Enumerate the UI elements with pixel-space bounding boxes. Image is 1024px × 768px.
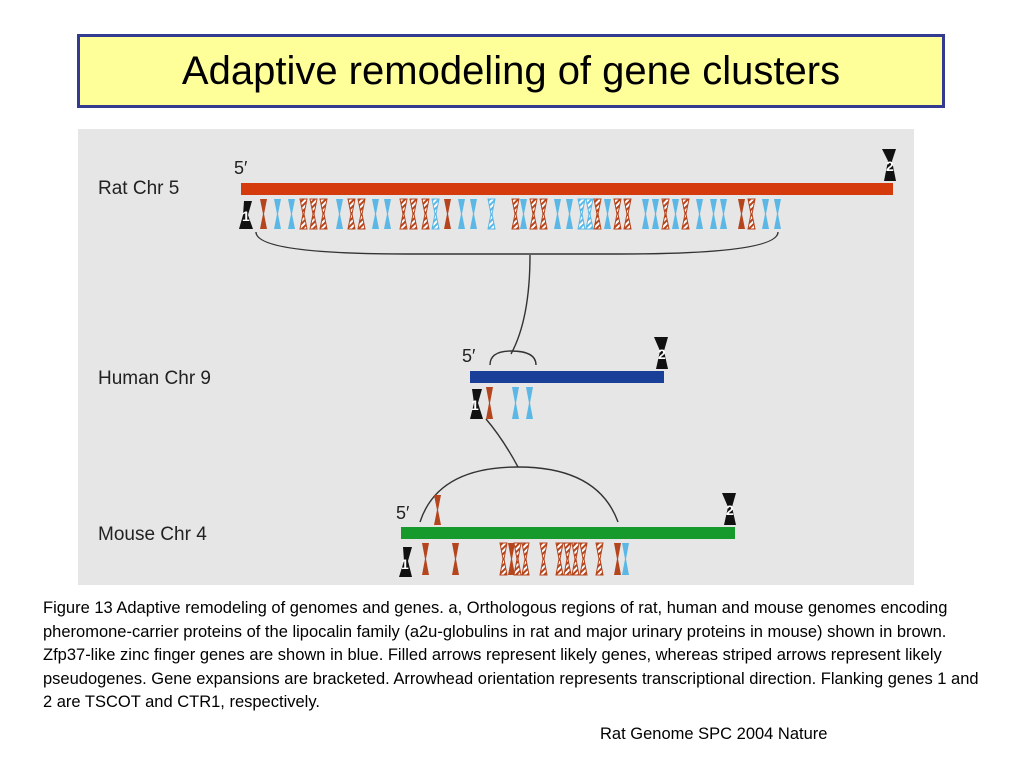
lipocalin-gene-arrow (299, 198, 308, 230)
zinc-finger-gene-arrow (672, 199, 679, 229)
lipocalin-gene-arrow (613, 198, 622, 230)
lipocalin-gene-arrow (434, 495, 441, 525)
zinc-finger-gene-arrow (566, 199, 573, 229)
chromosome-bar-rat (241, 183, 893, 195)
flank-gene-2-mouse-label: 2 (726, 502, 734, 518)
zinc-finger-gene-arrow (696, 199, 703, 229)
zinc-finger-gene-arrow (458, 199, 465, 229)
gene-cluster-figure: Rat Chr 5 Human Chr 9 Mouse Chr 4 5′ 5′ … (78, 129, 914, 585)
zinc-finger-gene-arrow (652, 199, 659, 229)
flank-gene-1-human-label: 1 (471, 397, 479, 413)
zinc-finger-gene-arrow (487, 198, 496, 230)
lipocalin-gene-arrow (422, 543, 429, 575)
lipocalin-gene-arrow (738, 199, 745, 229)
zinc-finger-gene-arrow (554, 199, 561, 229)
flank-gene-1-mouse-label: 1 (401, 556, 409, 572)
zinc-finger-gene-arrow (274, 199, 281, 229)
zinc-finger-gene-arrow (720, 199, 727, 229)
lipocalin-gene-arrow (511, 198, 520, 230)
lipocalin-gene-arrow (319, 198, 328, 230)
slide-title: Adaptive remodeling of gene clusters (181, 48, 841, 93)
expansion-bracket-rat (255, 231, 779, 255)
lipocalin-gene-arrow (555, 542, 564, 576)
chromosome-bar-human (470, 371, 664, 383)
gene-cluster-diagram: Rat Chr 5 Human Chr 9 Mouse Chr 4 5′ 5′ … (98, 149, 896, 577)
zinc-finger-gene-arrow (585, 198, 594, 230)
zinc-finger-gene-arrow (520, 199, 527, 229)
five-prime-label-rat: 5′ (234, 158, 248, 178)
lipocalin-gene-arrow (529, 198, 538, 230)
lipocalin-gene-arrow (399, 198, 408, 230)
connector-human-mouse (485, 418, 519, 468)
lipocalin-gene-arrow (747, 198, 756, 230)
flank-gene-2-human-label: 2 (658, 346, 666, 362)
zinc-finger-gene-arrow (512, 387, 519, 419)
flank-gene-1-rat: 1 (239, 201, 253, 229)
lipocalin-gene-arrow (539, 542, 548, 576)
zinc-finger-gene-arrow (470, 199, 477, 229)
flank-gene-2-mouse: 2 (722, 493, 736, 525)
zinc-finger-gene-arrow (762, 199, 769, 229)
zinc-finger-gene-arrow (431, 198, 440, 230)
five-prime-label-human: 5′ (462, 346, 476, 366)
lipocalin-gene-arrow (452, 543, 459, 575)
zinc-finger-gene-arrow (526, 387, 533, 419)
lipocalin-gene-arrow (571, 542, 580, 576)
gene-arrows-rat (260, 198, 781, 230)
lipocalin-gene-arrow (347, 198, 356, 230)
five-prime-label-mouse: 5′ (396, 503, 410, 523)
lipocalin-gene-arrow (563, 542, 572, 576)
lipocalin-gene-arrow (499, 542, 508, 576)
lipocalin-gene-arrow (309, 198, 318, 230)
flank-gene-1-mouse: 1 (399, 547, 412, 577)
title-box: Adaptive remodeling of gene clusters (77, 34, 945, 108)
lipocalin-gene-arrow (513, 542, 522, 576)
chromosome-bar-mouse (401, 527, 735, 539)
zinc-finger-gene-arrow (710, 199, 717, 229)
figure-credit: Rat Genome SPC 2004 Nature (600, 725, 828, 743)
lipocalin-gene-arrow (409, 198, 418, 230)
track-label-rat: Rat Chr 5 (98, 178, 179, 199)
zinc-finger-gene-arrow (384, 199, 391, 229)
flank-gene-1-rat-label: 1 (242, 208, 250, 224)
zinc-finger-gene-arrow (604, 199, 611, 229)
zinc-finger-gene-arrow (622, 543, 629, 575)
flank-gene-1-human: 1 (470, 389, 483, 419)
connector-rat-human (510, 254, 531, 355)
lipocalin-gene-arrow (357, 198, 366, 230)
zinc-finger-gene-arrow (372, 199, 379, 229)
lipocalin-gene-arrow (595, 542, 604, 576)
lipocalin-gene-arrow (623, 198, 632, 230)
lipocalin-gene-arrow (508, 543, 515, 575)
lipocalin-gene-arrow (444, 199, 451, 229)
flank-gene-2-human: 2 (654, 337, 668, 369)
flank-gene-2-rat: 2 (882, 149, 896, 181)
lipocalin-gene-arrow (260, 199, 267, 229)
lipocalin-gene-arrow (521, 542, 530, 576)
lipocalin-gene-arrow (421, 198, 430, 230)
lipocalin-gene-arrow (486, 387, 493, 419)
figure-caption: Figure 13 Adaptive remodeling of genomes… (43, 599, 979, 711)
expansion-bracket-human (489, 350, 537, 366)
gene-arrows-human (486, 387, 533, 419)
expansion-bracket-mouse (419, 466, 619, 523)
zinc-finger-gene-arrow (288, 199, 295, 229)
lipocalin-gene-arrow (681, 198, 690, 230)
track-label-human: Human Chr 9 (98, 368, 211, 389)
zinc-finger-gene-arrow (577, 198, 586, 230)
zinc-finger-gene-arrow (774, 199, 781, 229)
lipocalin-gene-arrow (579, 542, 588, 576)
lipocalin-gene-arrow (614, 543, 621, 575)
gene-arrows-mouse (422, 495, 629, 576)
lipocalin-gene-arrow (539, 198, 548, 230)
lipocalin-gene-arrow (593, 198, 602, 230)
lipocalin-gene-arrow (661, 198, 670, 230)
track-label-mouse: Mouse Chr 4 (98, 524, 207, 545)
zinc-finger-gene-arrow (336, 199, 343, 229)
zinc-finger-gene-arrow (642, 199, 649, 229)
flank-gene-2-rat-label: 2 (886, 158, 894, 174)
